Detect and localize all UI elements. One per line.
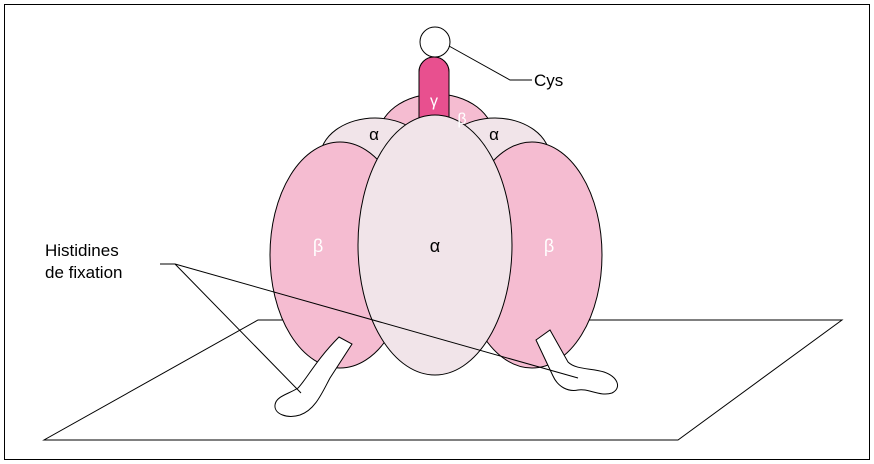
alpha-center-label: α	[430, 236, 440, 256]
alpha-top-left-label: α	[369, 125, 379, 144]
beta-top-label: β	[457, 111, 466, 128]
histidines-label-line1: Histidines	[45, 241, 119, 260]
histidines-label-line2: de fixation	[45, 263, 123, 282]
alpha-top-right-label: α	[489, 125, 499, 144]
cys-residue-circle	[420, 27, 450, 57]
beta-right-label: β	[544, 236, 554, 256]
cys-label: Cys	[534, 71, 563, 90]
gamma-label: γ	[430, 93, 438, 110]
beta-left-label: β	[313, 236, 323, 256]
